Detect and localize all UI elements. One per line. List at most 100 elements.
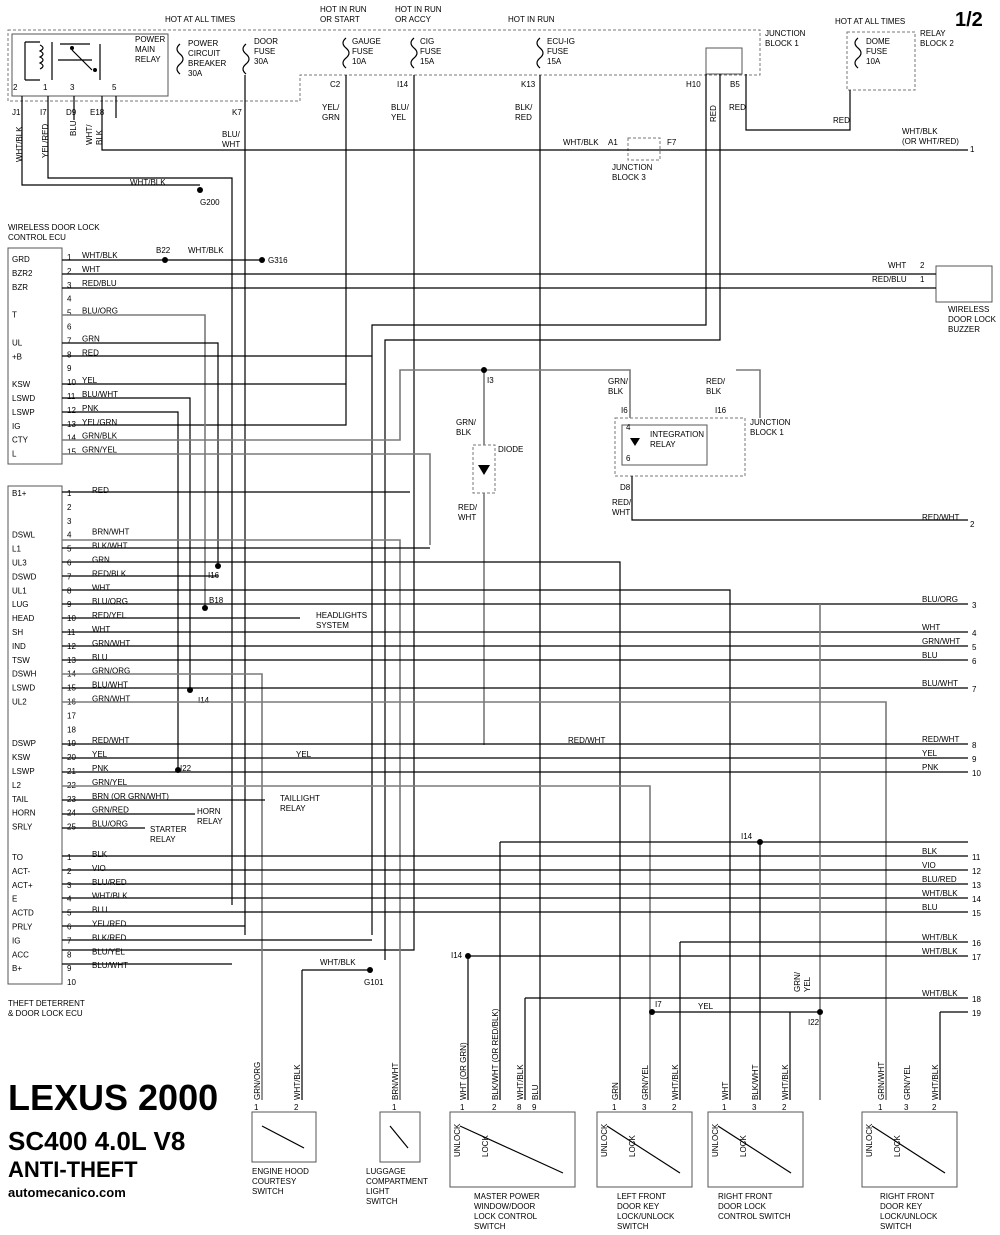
switch-mode-label: LOCK xyxy=(481,1135,490,1157)
out-2: 2 xyxy=(970,520,975,529)
conn-i22-mid: I22 xyxy=(180,764,192,773)
relay-block-2-outline xyxy=(846,31,916,91)
tecu-b-pin-wire-5: BLU xyxy=(92,906,108,915)
wecu-pin-name-2: BZR2 xyxy=(12,269,33,278)
tecu-a-pin-wire-20: YEL xyxy=(92,750,108,759)
tecu-b-pin-num-9: 9 xyxy=(67,964,72,973)
tecu-a-pin-wire-4: BRN/WHT xyxy=(92,528,129,537)
switch-pin: 3 xyxy=(642,1103,647,1112)
wire-b22-wht-blk: WHT/BLK xyxy=(188,246,224,255)
wecu-pin-num-13: 13 xyxy=(67,420,76,429)
wecu-pin-wire-14: GRN/BLK xyxy=(82,432,118,441)
conn-d8: D8 xyxy=(620,483,631,492)
tecu-a-pin-num-6: 6 xyxy=(67,559,72,568)
right-out-wire-16: WHT/BLK xyxy=(922,933,958,942)
splice-dot xyxy=(215,563,221,569)
theft-ecu-title: THEFT DETERRENT& DOOR LOCK ECU xyxy=(8,999,85,1018)
switch-wire-label: WHT/BLK xyxy=(931,1064,940,1100)
tecu-b-pin-num-4: 4 xyxy=(67,895,72,904)
tecu-a-pin-num-7: 7 xyxy=(67,572,72,581)
splice-dot xyxy=(817,1009,823,1015)
ir-pin-6: 6 xyxy=(626,454,631,463)
right-out-wire-9: YEL xyxy=(922,749,938,758)
conn-d9: D9 xyxy=(66,108,77,117)
right-out-wire-12: VIO xyxy=(922,861,936,870)
tecu-a-pin-name-19: DSWP xyxy=(12,739,36,748)
wire-wht-blk-g200: WHT/BLK xyxy=(130,178,166,187)
tecu-a-pin-name-6: UL3 xyxy=(12,559,27,568)
switch-mode-label: UNLOCK xyxy=(711,1123,720,1157)
diode-symbol xyxy=(478,465,490,475)
switch-pin: 1 xyxy=(612,1103,617,1112)
switch-pin: 1 xyxy=(392,1103,397,1112)
label-hot-in-run: HOT IN RUN xyxy=(508,15,555,24)
tecu-a-pin-num-8: 8 xyxy=(67,586,72,595)
switch-wire-label: WHT/BLK xyxy=(293,1064,302,1100)
wire-yel-mid: YEL xyxy=(296,750,312,759)
wecu-pin-num-14: 14 xyxy=(67,434,76,443)
junction-block-1-outline xyxy=(7,29,761,102)
diode-top-wire: GRN/BLK xyxy=(456,418,477,437)
tecu-a-pin-num-23: 23 xyxy=(67,795,76,804)
tecu-a-pin-name-23: TAIL xyxy=(12,795,29,804)
wecu-pin-num-8: 8 xyxy=(67,350,72,359)
pin-5-top: 5 xyxy=(112,83,117,92)
tecu-b-pin-num-6: 6 xyxy=(67,923,72,932)
wecu-pin-name-5: T xyxy=(12,311,17,320)
power-main-relay-box xyxy=(11,33,169,97)
wecu-pin-wire-13: YEL/GRN xyxy=(82,418,117,427)
right-out-wire-7: BLU/WHT xyxy=(922,679,958,688)
switch-contact xyxy=(389,1125,409,1149)
switch-pin: 3 xyxy=(752,1103,757,1112)
buzzer-pin-2: 2 xyxy=(920,261,925,270)
right-out-num-12: 12 xyxy=(972,867,981,876)
right-out-num-7: 7 xyxy=(972,685,977,694)
tecu-a-pin-wire-8: WHT xyxy=(92,583,110,592)
conn-f7: F7 xyxy=(667,138,677,147)
wecu-pin-wire-2: WHT xyxy=(82,265,100,274)
tecu-b-pin-wire-3: BLU/RED xyxy=(92,878,127,887)
switch-pin: 2 xyxy=(782,1103,787,1112)
tecu-a-pin-name-12: IND xyxy=(12,642,26,651)
wecu-pin-num-9: 9 xyxy=(67,364,72,373)
right-out-num-16: 16 xyxy=(972,939,981,948)
splice-dot xyxy=(367,967,373,973)
wecu-pin-wire-3: RED/BLU xyxy=(82,279,117,288)
right-out-num-17: 17 xyxy=(972,953,981,962)
tecu-a-pin-name-8: UL1 xyxy=(12,586,27,595)
tecu-b-pin-wire-8: BLU/YEL xyxy=(92,947,125,956)
buzzer-box xyxy=(935,265,993,303)
switch-wire-label: GRN/WHT xyxy=(877,1062,886,1100)
switch-pin: 3 xyxy=(904,1103,909,1112)
conn-i14-right: I14 xyxy=(741,832,753,841)
wecu-pin-wire-8: RED xyxy=(82,348,99,357)
wecu-pin-num-7: 7 xyxy=(67,336,72,345)
ground-g200: G200 xyxy=(200,198,220,207)
wire-wht-blk-out1: WHT/BLK(OR WHT/RED) xyxy=(902,127,959,146)
tecu-a-pin-wire-24: GRN/RED xyxy=(92,806,129,815)
switch-box xyxy=(449,1111,576,1188)
switch-pin: 9 xyxy=(532,1103,537,1112)
ground-g101: G101 xyxy=(364,978,384,987)
title-line-3: ANTI-THEFT xyxy=(8,1157,138,1182)
theft-ecu-box xyxy=(7,485,63,985)
conn-i14-low: I14 xyxy=(451,951,463,960)
wire-g101: WHT/BLK xyxy=(320,958,356,967)
tecu-a-pin-wire-13: BLU xyxy=(92,653,108,662)
wire-red-b5: RED xyxy=(729,103,746,112)
tecu-b-pin-name-1: TO xyxy=(12,853,23,862)
tecu-b-pin-name-6: PRLY xyxy=(12,923,33,932)
switch-wire-label: WHT (OR GRN) xyxy=(459,1042,468,1100)
wire-blu-yel-top: BLU/YEL xyxy=(391,103,410,122)
tecu-a-pin-name-21: LSWP xyxy=(12,767,35,776)
tecu-b-pin-num-2: 2 xyxy=(67,867,72,876)
tecu-a-pin-num-17: 17 xyxy=(67,711,76,720)
conn-b22: B22 xyxy=(156,246,171,255)
